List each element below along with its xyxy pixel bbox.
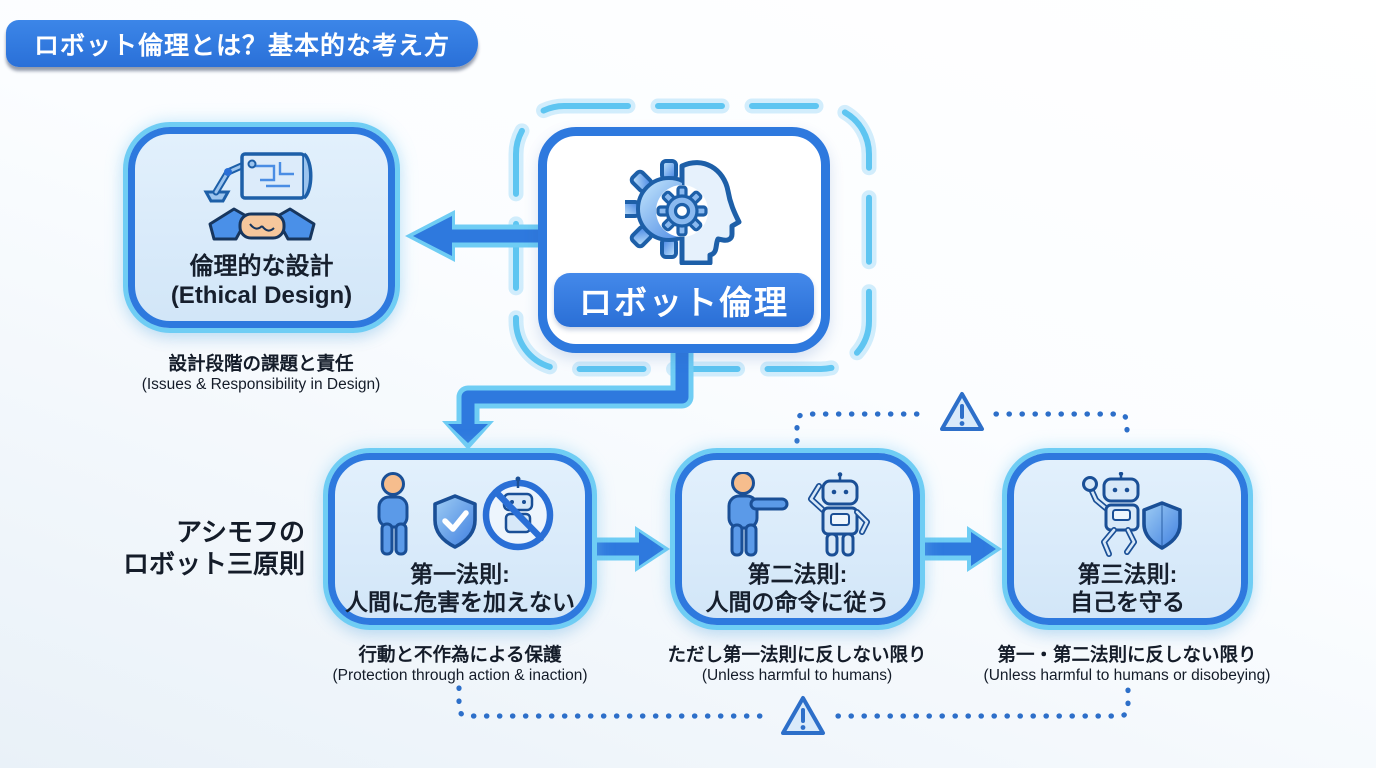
first-law-title: 第一法則: xyxy=(410,561,510,587)
arrow-first-to-second-law xyxy=(583,526,670,572)
ethical-design-title-jp: 倫理的な設計 xyxy=(189,253,334,280)
first-law-caption-en: (Protection through action & inaction) xyxy=(332,667,588,685)
second-law-rule: 人間の命令に従う xyxy=(705,589,890,616)
first-law-node: 第一法則: 人間に危害を加えない xyxy=(328,453,592,625)
central-node-robot-ethics: ロボット倫理 xyxy=(538,127,830,353)
first-law-caption-jp: 行動と不作為による保護 xyxy=(358,644,562,665)
third-law-rule: 自己を守る xyxy=(1070,589,1185,616)
blueprint-handshake-icon xyxy=(202,152,315,241)
ethical-design-caption-en: (Issues & Responsibility in Design) xyxy=(141,376,381,394)
third-law-caption-jp: 第一・第二法則に反しない限り xyxy=(997,644,1257,665)
second-law-node: 第二法則: 人間の命令に従う xyxy=(675,453,920,625)
second-law-title: 第二法則: xyxy=(747,561,848,587)
ethical-design-caption: 設計段階の課題と責任 (Issues & Responsibility in D… xyxy=(122,352,400,395)
asimov-label-line2: ロボット三原則 xyxy=(122,548,305,579)
third-law-title: 第三法則: xyxy=(1077,561,1178,587)
central-label-pill: ロボット倫理 xyxy=(554,273,814,327)
third-law-caption: 第一・第二法則に反しない限り (Unless harmful to humans… xyxy=(962,643,1292,686)
warning-icon xyxy=(781,696,825,735)
gear-head-icon xyxy=(625,159,742,265)
arrow-central-to-ethical-design xyxy=(405,210,560,262)
third-law-caption-en: (Unless harmful to humans or disobeying) xyxy=(983,667,1271,685)
third-law-node: 第三法則: 自己を守る xyxy=(1007,453,1248,625)
central-label: ロボット倫理 xyxy=(579,284,789,321)
second-law-caption-jp: ただし第一法則に反しない限り xyxy=(667,644,927,665)
asimov-three-laws-label: アシモフの ロボット三原則 xyxy=(103,517,305,580)
arrow-second-to-third-law xyxy=(911,526,1002,572)
robot-with-shield-icon xyxy=(1081,472,1182,557)
page-title-text: ロボット倫理とは？基本的な考え方 xyxy=(34,31,451,60)
first-law-caption: 行動と不作為による保護 (Protection through action &… xyxy=(310,643,610,686)
person-shield-banned-robot-icon xyxy=(377,472,553,556)
second-law-caption: ただし第一法則に反しない限り (Unless harmful to humans… xyxy=(647,643,947,686)
page-title: ロボット倫理とは？基本的な考え方 xyxy=(6,20,479,67)
ethical-design-node: 倫理的な設計 (Ethical Design) xyxy=(128,127,395,328)
asimov-label-line1: アシモフの xyxy=(176,517,305,547)
arrow-central-to-first-law xyxy=(442,333,694,450)
person-commanding-robot-icon xyxy=(727,472,870,557)
ethical-design-caption-jp: 設計段階の課題と責任 xyxy=(168,353,354,374)
first-law-rule: 人間に危害を加えない xyxy=(345,589,575,616)
ethical-design-title-en: (Ethical Design) xyxy=(170,282,353,310)
second-law-caption-en: (Unless harmful to humans) xyxy=(701,667,893,685)
warning-icon xyxy=(940,392,984,431)
